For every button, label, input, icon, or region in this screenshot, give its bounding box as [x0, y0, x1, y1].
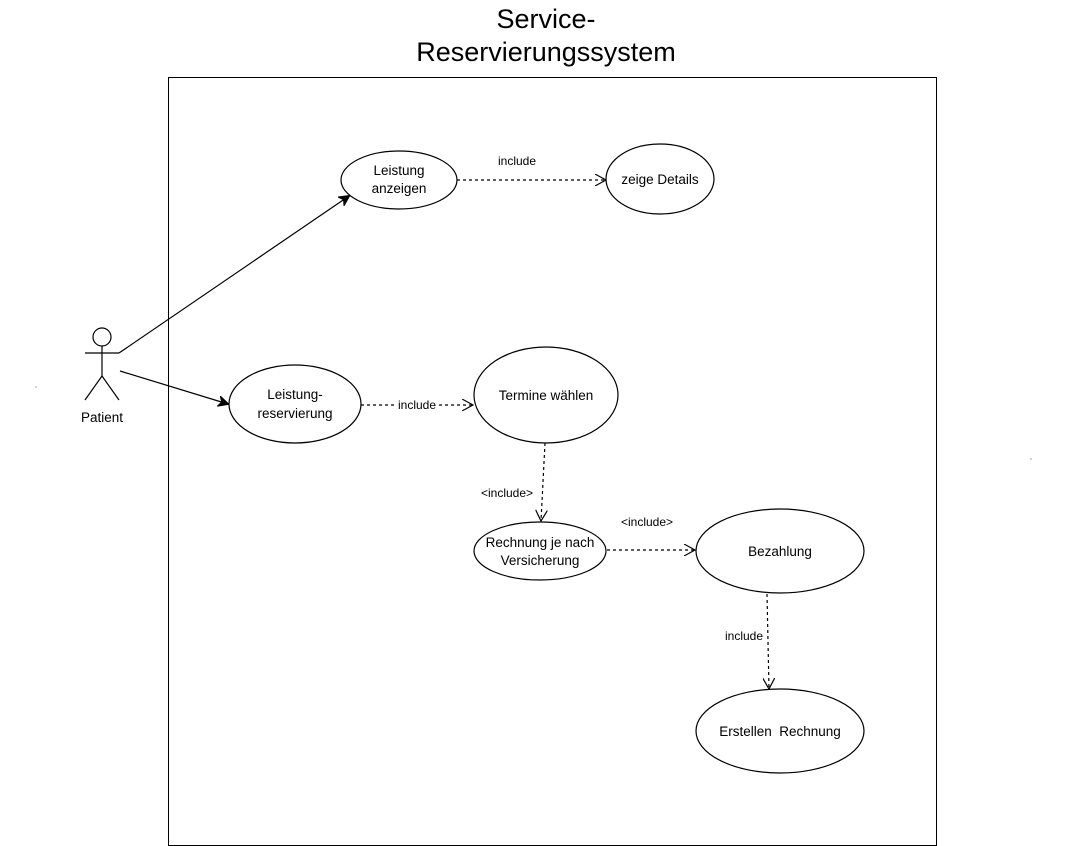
include-label-termine-bg	[394, 397, 439, 412]
include-label-details: include	[498, 154, 536, 168]
association-patient-leistung-reservierung[interactable]	[119, 370, 228, 404]
use-case-ellipse	[695, 508, 865, 594]
use-case-ellipse	[228, 364, 362, 444]
use-case-termine-waehlen[interactable]: Termine wählen	[473, 346, 619, 444]
use-case-bezahlung[interactable]: Bezahlung	[695, 508, 865, 594]
association-patient-leistung-anzeigen[interactable]	[118, 196, 349, 354]
use-case-label-line2: Versicherung	[501, 553, 580, 568]
include-label-rechnung: <include>	[481, 486, 533, 500]
actor-label: Patient	[81, 410, 123, 425]
use-case-ellipse	[473, 346, 619, 444]
use-case-rechnung-versicherung[interactable]: Rechnung je nach Versicherung	[473, 521, 607, 581]
use-case-label-line2: reservierung	[257, 406, 332, 421]
actor-leg-right	[101, 375, 120, 401]
include-label-bezahlung: <include>	[621, 515, 673, 529]
use-case-label-line2: anzeigen	[372, 181, 427, 196]
system-title-line2: Reservierungssystem	[416, 37, 676, 67]
use-case-zeige-details[interactable]: zeige Details	[605, 143, 715, 215]
actor-patient[interactable]: Patient	[81, 327, 123, 425]
use-case-ellipse	[473, 521, 607, 581]
actor-leg-left	[84, 375, 103, 401]
use-case-label: Erstellen Rechnung	[719, 724, 841, 739]
use-case-leistung-reservierung[interactable]: Leistung- reservierung	[228, 364, 362, 444]
use-case-label: Bezahlung	[748, 544, 812, 559]
use-case-leistung-anzeigen[interactable]: Leistung anzeigen	[340, 150, 458, 210]
stray-dot-left	[35, 386, 37, 388]
use-case-label-line1: Leistung-	[267, 387, 323, 402]
include-label-termine: include	[398, 398, 436, 412]
include-label-erstellen: include	[725, 629, 763, 643]
include-label-erstellen-bg	[722, 628, 766, 643]
stray-dot-right	[1030, 458, 1032, 460]
use-case-ellipse	[340, 150, 458, 210]
actor-head	[92, 327, 112, 347]
use-case-label-line1: Rechnung je nach	[486, 535, 595, 550]
use-case-label: zeige Details	[621, 172, 699, 187]
include-arrow-erstellen[interactable]	[767, 593, 769, 689]
use-case-ellipse	[695, 688, 865, 774]
system-title-line1: Service-	[496, 4, 595, 34]
use-case-label-line1: Leistung	[373, 163, 424, 178]
use-case-erstellen-rechnung[interactable]: Erstellen Rechnung	[695, 688, 865, 774]
use-case-label: Termine wählen	[499, 388, 594, 403]
include-arrow-rechnung[interactable]	[541, 442, 545, 521]
use-case-ellipse	[605, 143, 715, 215]
